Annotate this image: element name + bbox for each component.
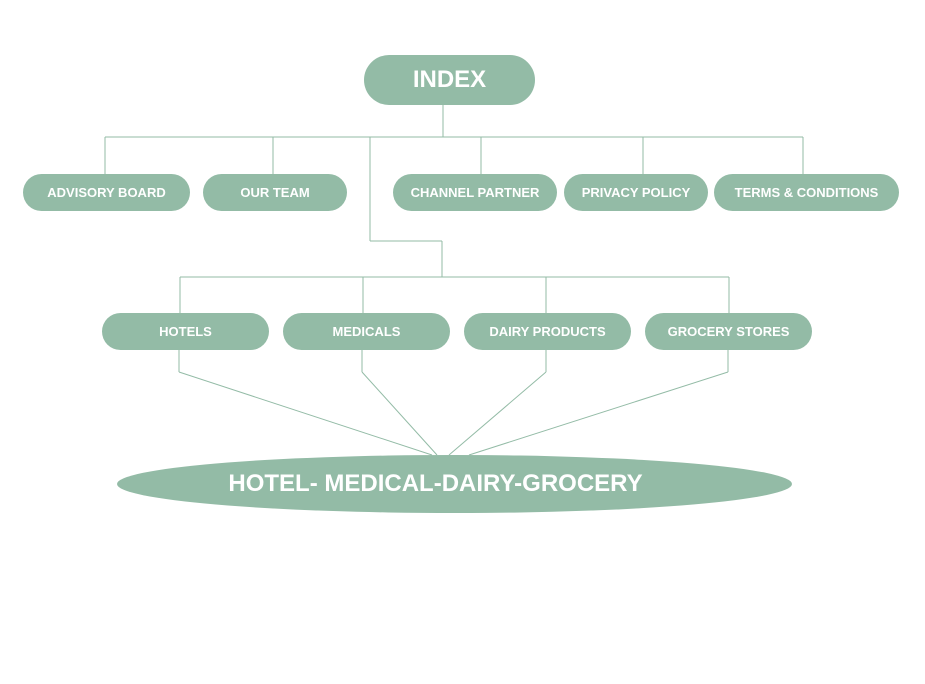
terms-conditions-node[interactable]: TERMS & CONDITIONS — [714, 174, 899, 211]
dairy-products-node[interactable]: DAIRY PRODUCTS — [464, 313, 631, 350]
connector-line — [468, 371, 729, 456]
index-node[interactable]: INDEX — [364, 55, 535, 105]
connector-line — [178, 371, 433, 456]
hotels-node[interactable]: HOTELS — [102, 313, 269, 350]
grocery-stores-node[interactable]: GROCERY STORES — [645, 313, 812, 350]
channel-partner-node[interactable]: CHANNEL PARTNER — [393, 174, 557, 211]
privacy-policy-node[interactable]: PRIVACY POLICY — [564, 174, 708, 211]
connector-line — [361, 371, 438, 456]
medicals-node[interactable]: MEDICALS — [283, 313, 450, 350]
our-team-node[interactable]: OUR TEAM — [203, 174, 347, 211]
hotel-medical-dairy-grocery-node[interactable]: HOTEL- MEDICAL-DAIRY-GROCERY — [117, 455, 792, 513]
connector-line — [448, 371, 547, 456]
advisory-board-node[interactable]: ADVISORY BOARD — [23, 174, 190, 211]
